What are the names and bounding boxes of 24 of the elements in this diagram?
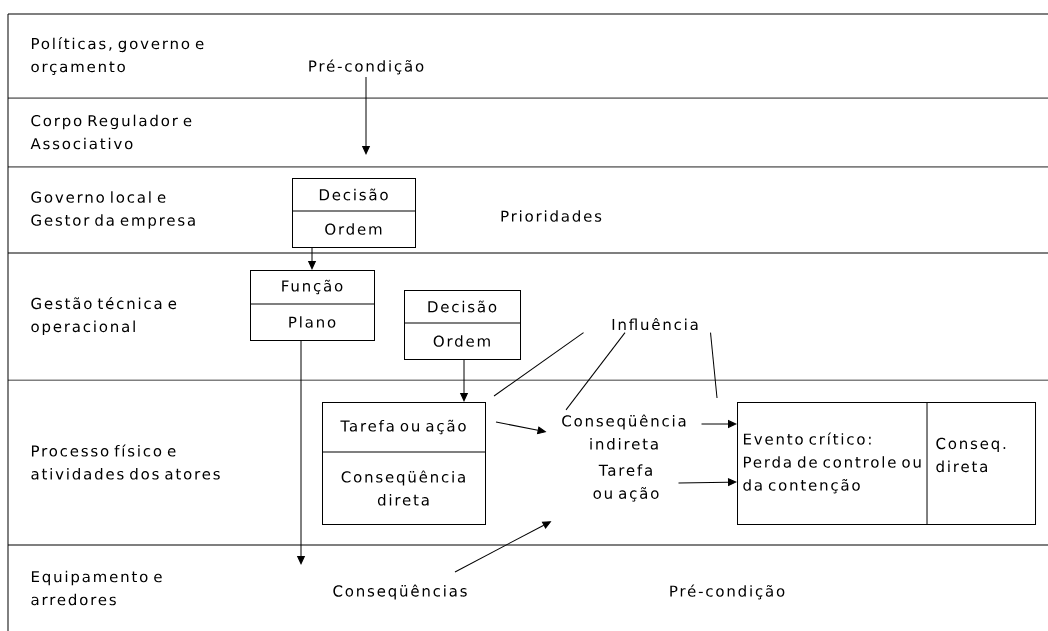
split-box: Evento crítico: Perda de controle ou da contenção Conseq. direta (737, 401, 1036, 525)
split-box: Decisão Ordem (403, 290, 521, 360)
connector-line (710, 332, 718, 399)
arrow (362, 76, 370, 155)
connector-line (565, 332, 626, 411)
text-label: Tarefa ou ação (593, 464, 659, 502)
arrow (701, 420, 737, 428)
arrow (454, 521, 551, 573)
arrow (495, 421, 546, 435)
split-box: Tarefa ou ação Conseqüência direta (321, 402, 486, 525)
text-label: Prioridades (501, 210, 602, 222)
text-label: Pré-condição (309, 59, 424, 75)
connector-line (493, 332, 584, 397)
arrow (297, 340, 305, 565)
split-box: Função Plano (249, 270, 375, 341)
swimlane: Corpo Regulador e Associativo (7, 97, 1048, 168)
text-label: Influência (612, 317, 698, 331)
text-label: Conseqüência indireta (562, 414, 686, 450)
arrow (308, 247, 316, 270)
arrow (678, 478, 737, 486)
text-label: Conseqüências (333, 584, 467, 600)
split-box: Decisão Ordem (291, 178, 416, 248)
text-label: Pré-condição (670, 584, 785, 600)
arrow (460, 359, 468, 402)
